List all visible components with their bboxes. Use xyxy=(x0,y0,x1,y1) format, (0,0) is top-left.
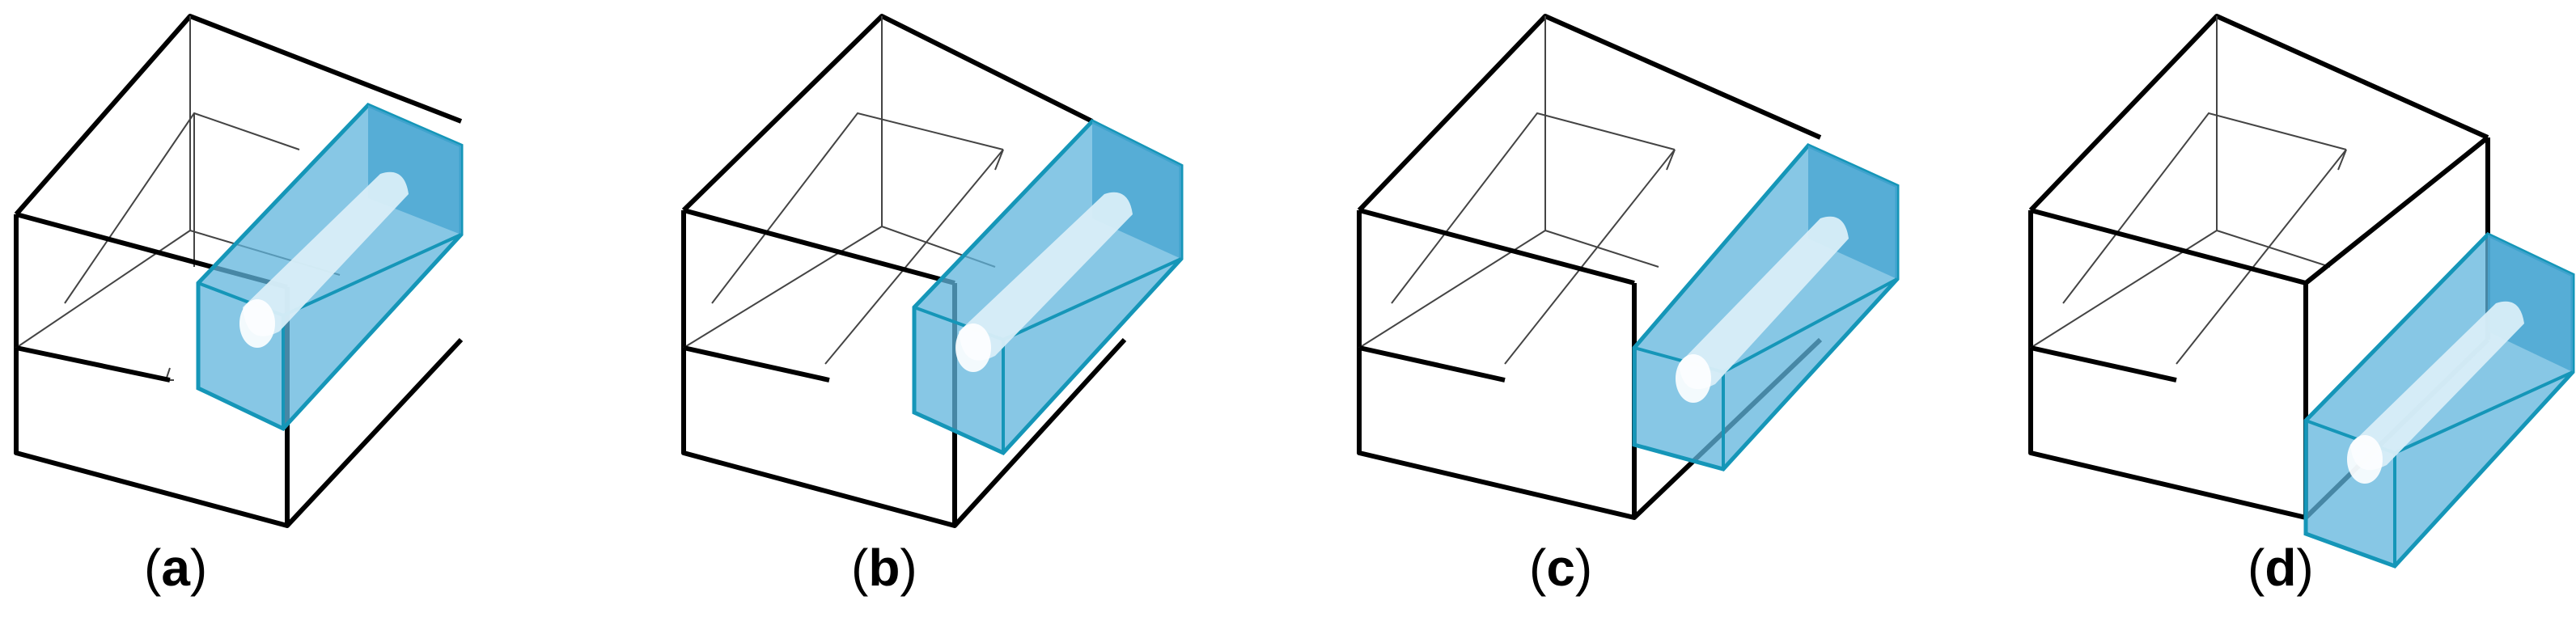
box-edges-c xyxy=(1358,208,1637,518)
drawer-module-b xyxy=(912,118,1184,456)
drawer-module-c xyxy=(1632,142,1900,471)
caption-letter-b: b xyxy=(868,539,900,597)
caption-letter-d: d xyxy=(2265,539,2297,597)
inner-edges-b xyxy=(683,16,1004,365)
inner-edges-d xyxy=(2030,16,2347,365)
caption-letter-c: c xyxy=(1546,539,1575,597)
caption-d: (d) xyxy=(2248,539,2314,597)
panel-c xyxy=(1357,14,1900,520)
drawer-module-a xyxy=(196,103,464,432)
inner-edges-c xyxy=(1358,16,1676,365)
caption-b: (b) xyxy=(851,539,917,597)
panel-d xyxy=(2028,14,2575,569)
drawer-module-d xyxy=(2303,231,2575,569)
panel-b xyxy=(681,14,1184,528)
caption-c: (c) xyxy=(1529,539,1593,597)
panel-a xyxy=(14,14,464,528)
caption-a: (a) xyxy=(144,539,208,597)
caption-letter-a: a xyxy=(161,539,190,597)
